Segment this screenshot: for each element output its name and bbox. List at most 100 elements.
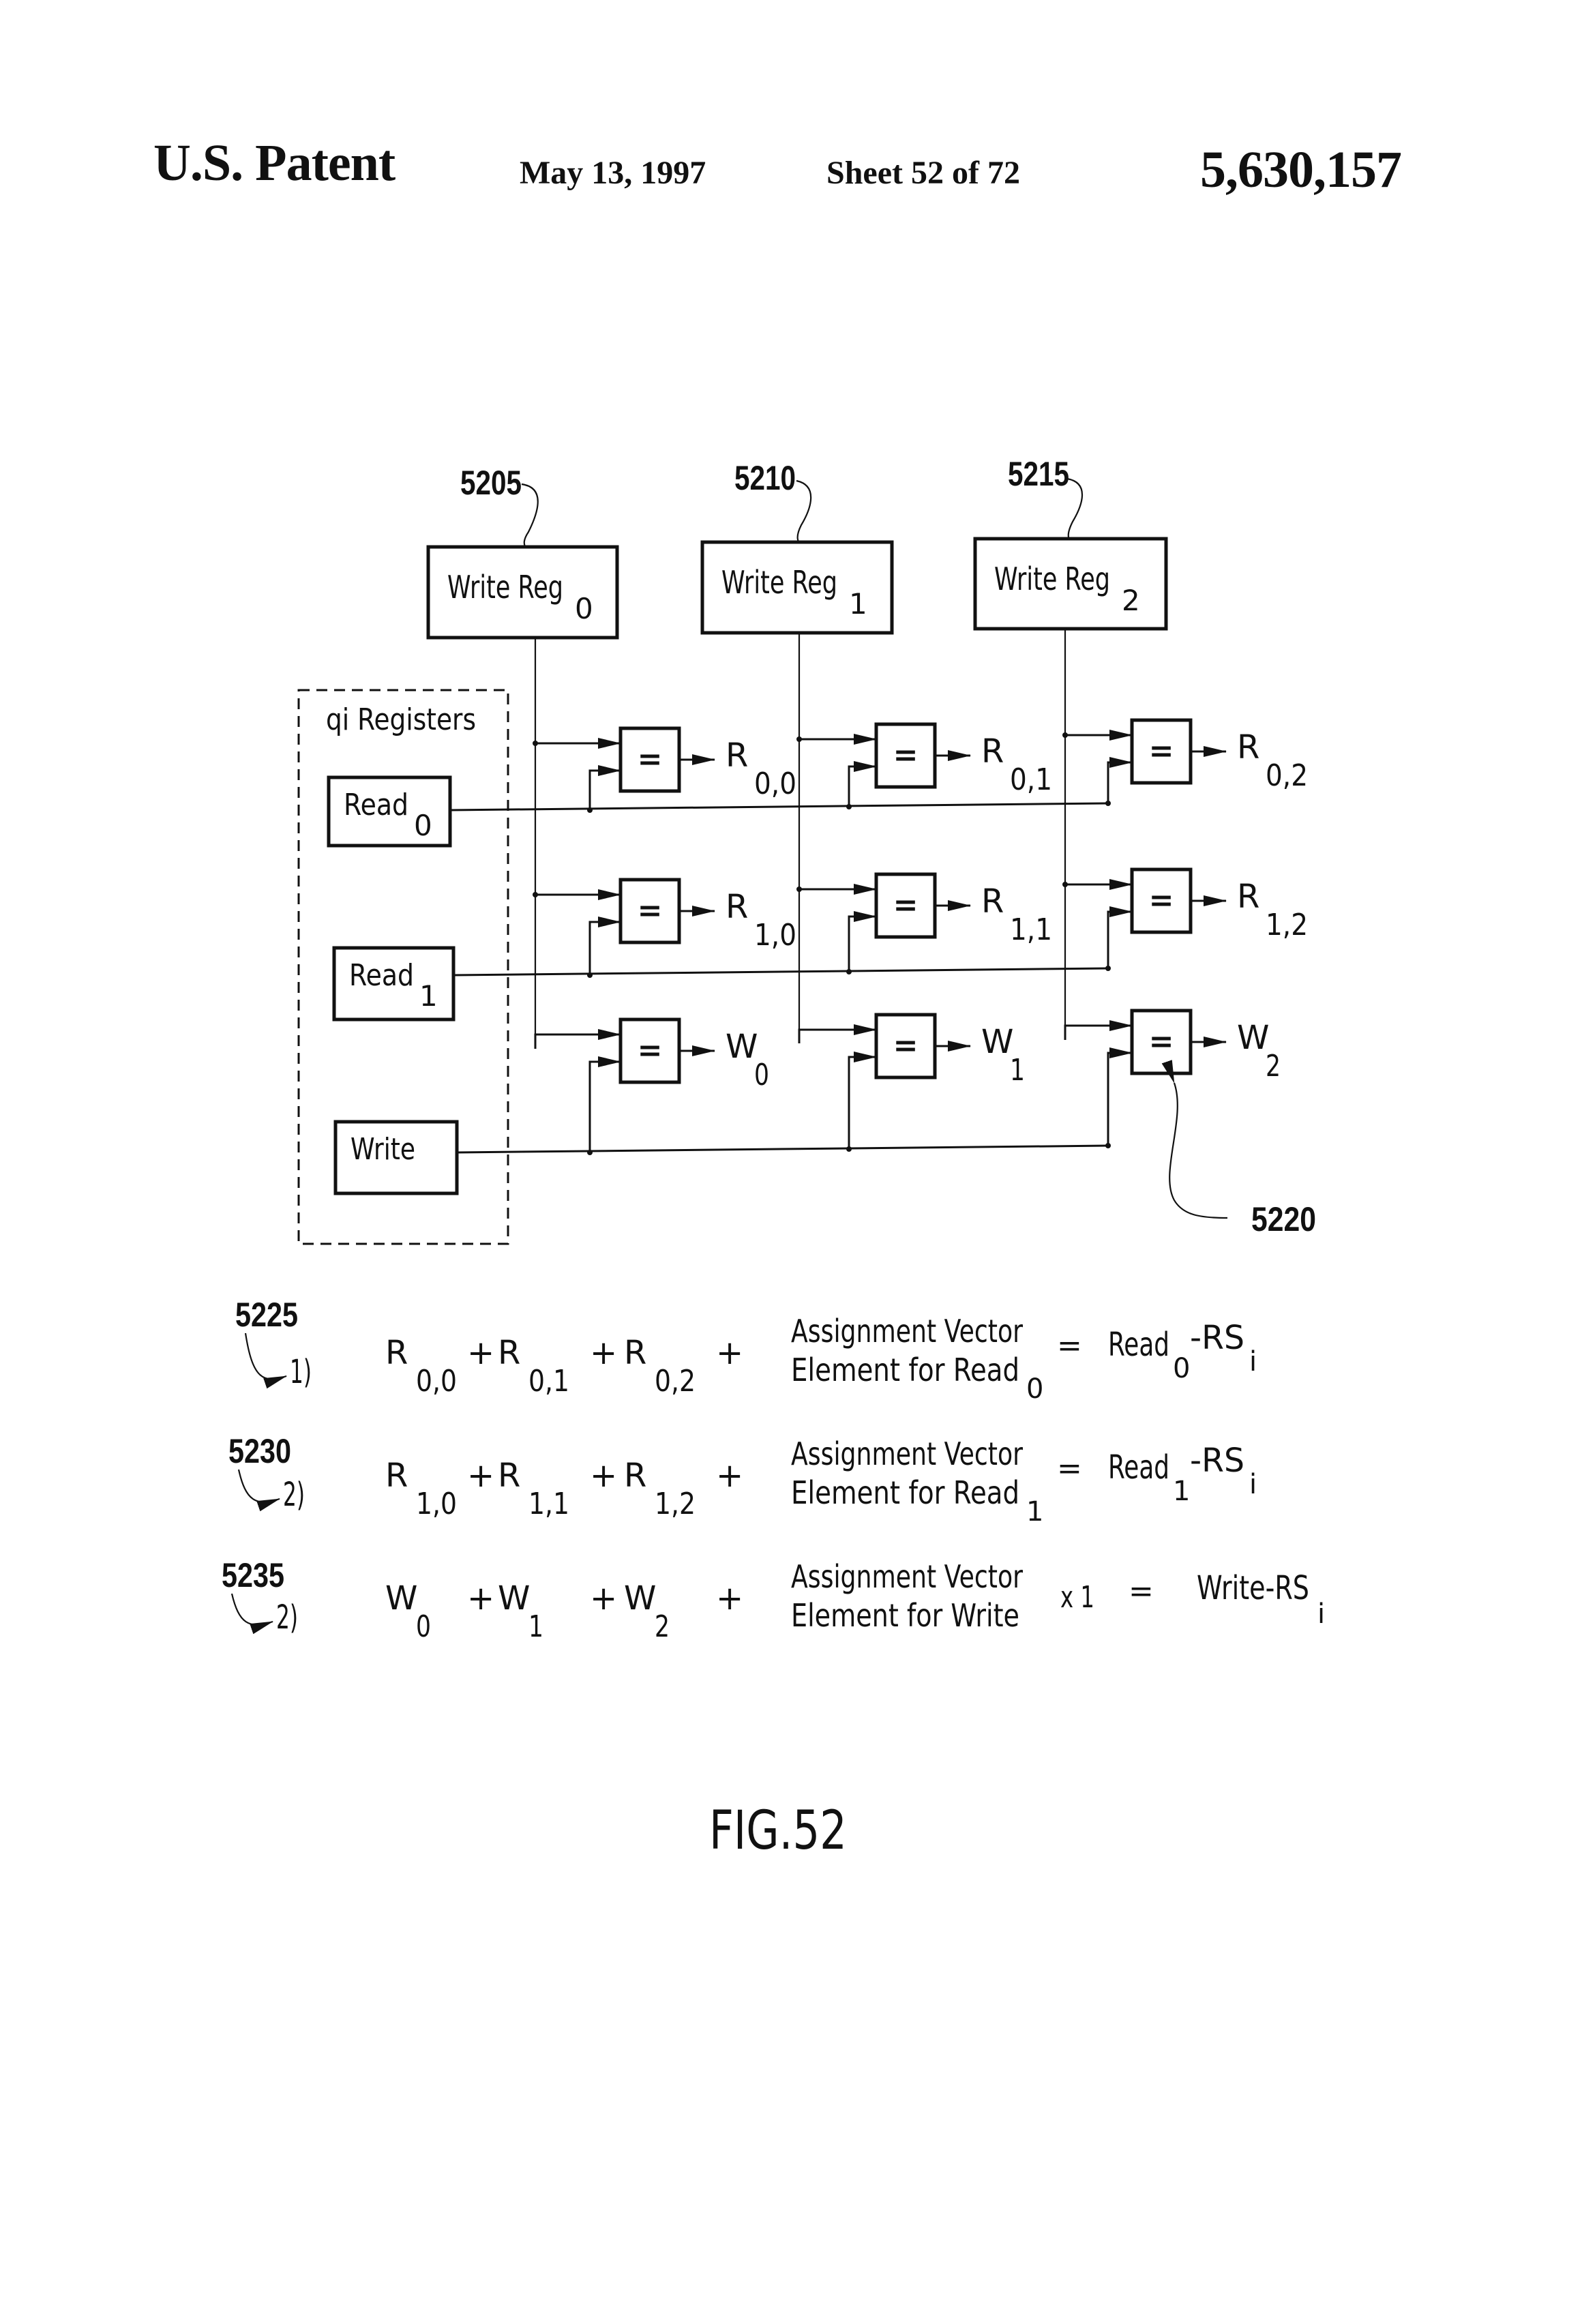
output-subscript: 0,2 [1266,758,1308,793]
equation-term: W [385,1579,417,1618]
assignment-vector-subscript: 1 [1026,1496,1043,1528]
result-tail: -RS [1190,1319,1244,1357]
qi-register-label: Read [349,958,414,993]
ref-leader [522,484,538,547]
output-label: R [1237,878,1259,916]
comparator-symbol: = [1149,734,1174,769]
assignment-vector-line2: Element for Read [791,1352,1019,1388]
plus-sign: + [467,1457,494,1495]
output-subscript: 1,2 [1266,908,1308,942]
qi-line-2 [457,1146,1109,1152]
qi-input-wire [1108,1053,1132,1146]
write-register-label: Write Reg [447,569,563,606]
equation-index: 2) [283,1476,305,1514]
ref-5225: 5225 [235,1296,298,1334]
assignment-vector-line2: Element for Read [791,1474,1019,1511]
ref-5210: 5210 [734,459,796,497]
qi-registers-label: qi Registers [326,702,476,737]
output-label: R [981,732,1004,771]
comparator-symbol: = [893,888,919,923]
output-label: W [1237,1019,1269,1057]
qi-line-0 [450,803,1109,810]
qi-input-wire [590,771,621,810]
comparator-symbol: = [638,893,663,928]
equation-index: 1) [290,1353,312,1391]
write-register-subscript: 1 [849,587,867,621]
write-register-label: Write Reg [994,561,1110,597]
result-tail: -RS [1190,1442,1244,1480]
assignment-vector-line1: Assignment Vector [791,1435,1023,1472]
equation-term-subscript: 0 [416,1609,431,1644]
comparator-symbol: = [893,738,919,773]
comparator-symbol: = [1149,1024,1174,1059]
equation-term: R [624,1457,646,1495]
qi-register-label: Write [350,1132,415,1167]
qi-input-wire [849,766,876,807]
equation-term-subscript: 1,1 [528,1487,569,1521]
ref-leader [1067,479,1082,539]
qi-input-wire [590,922,621,975]
result-subscript: 0 [1173,1353,1190,1384]
equation-term: W [624,1579,656,1618]
output-label: R [726,888,748,926]
write-register-subscript: 2 [1122,584,1140,617]
equation-term-subscript: 2 [655,1609,670,1644]
result-tail-subscript: i [1249,1346,1257,1377]
comparator-symbol: = [638,1033,663,1068]
output-label: W [726,1028,758,1066]
write-register-label: Write Reg [721,564,837,601]
output-subscript: 0,0 [754,766,796,801]
equation-term-subscript: 0,2 [655,1364,696,1399]
plus-sign: + [716,1457,743,1495]
qi-input-wire [849,1057,876,1149]
output-label: R [1237,728,1259,766]
output-subscript: 1 [1010,1053,1025,1088]
result-label: Write-RS [1197,1569,1309,1607]
qi-register-subscript: 1 [419,979,438,1013]
plus-sign: + [467,1579,494,1618]
output-subscript: 1,1 [1010,912,1052,947]
write-input-wire [535,1034,621,1049]
qi-input-wire [1108,912,1132,968]
equation-index: 2) [276,1598,298,1637]
equation-term-subscript: 1,2 [655,1487,696,1521]
plus-sign: + [590,1334,617,1372]
equation-term: R [385,1457,408,1495]
assignment-vector-line1: Assignment Vector [791,1558,1023,1595]
ref-5220-leader [1169,1083,1227,1218]
plus-sign: + [716,1579,743,1618]
equation-term: W [498,1579,530,1618]
plus-sign: + [716,1334,743,1372]
plus-sign: + [590,1579,617,1618]
result-label: Read [1108,1326,1169,1364]
equation-term: R [498,1334,520,1372]
equation-term: R [624,1334,646,1372]
result-label: Read [1108,1448,1169,1487]
equation-term-subscript: 1 [528,1609,543,1644]
equation-term-subscript: 0,0 [416,1364,457,1399]
qi-input-wire [1108,762,1132,803]
assignment-vector-line2: Element for Write [791,1597,1019,1634]
output-subscript: 2 [1266,1049,1281,1084]
plus-sign: + [590,1457,617,1495]
equation-term-subscript: 1,0 [416,1487,457,1521]
equation-ref-leader [245,1333,286,1379]
write-register-subscript: 0 [575,592,593,625]
output-subscript: 0,1 [1010,762,1052,797]
output-label: R [981,882,1004,921]
ref-5235: 5235 [222,1556,284,1594]
comparator-symbol: = [638,742,663,777]
equals-sign: = [1057,1328,1082,1363]
output-subscript: 1,0 [754,918,796,953]
qi-input-wire [590,1062,621,1152]
qi-input-wire [849,917,876,972]
equation-ref-leader [232,1594,273,1625]
write-input-wire [1065,1026,1132,1040]
qi-line-1 [453,968,1109,975]
figure-label: FIG.52 [709,1800,847,1862]
comparator-symbol: = [893,1028,919,1063]
result-tail-subscript: i [1317,1598,1325,1630]
result-tail-subscript: i [1249,1469,1257,1500]
equals-sign: = [1129,1574,1154,1609]
